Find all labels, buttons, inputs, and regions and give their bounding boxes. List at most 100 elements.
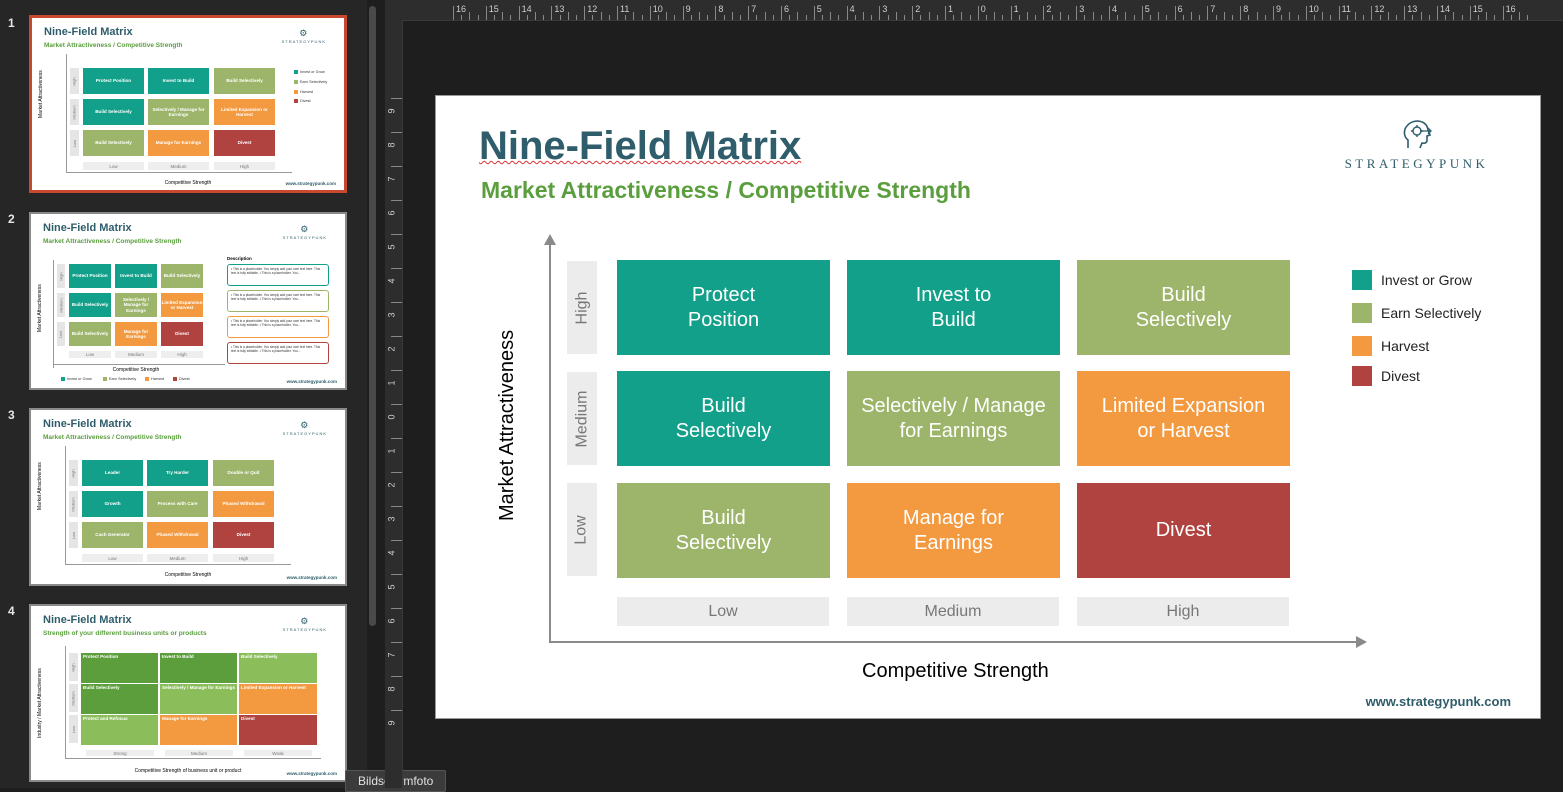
thumb-url: www.strategypunk.com bbox=[285, 181, 336, 186]
legend-swatch bbox=[1352, 366, 1372, 386]
col-label-high[interactable]: High bbox=[1077, 597, 1289, 626]
ruler-label: 1 bbox=[1013, 4, 1019, 14]
row-label-high[interactable]: High bbox=[567, 261, 597, 354]
matrix-cell-build-selectively-high[interactable]: Build Selectively bbox=[1077, 260, 1290, 355]
ruler-tick bbox=[658, 15, 659, 20]
ruler-tick bbox=[1469, 6, 1471, 20]
matrix-cell-manage-for-earnings[interactable]: Manage for Earnings bbox=[847, 483, 1060, 578]
thumb-cell: Divest bbox=[214, 130, 275, 156]
thumb-cell: Divest bbox=[239, 715, 317, 745]
slide-subtitle[interactable]: Market Attractiveness / Competitive Stre… bbox=[481, 177, 971, 203]
matrix-cell-build-selectively-medium[interactable]: Build Selectively bbox=[617, 371, 830, 466]
ruler-tick bbox=[887, 15, 889, 20]
ruler-tick bbox=[391, 200, 402, 201]
thumb-cell: Double or Quit bbox=[213, 460, 274, 486]
ruler-label: 9 bbox=[1276, 4, 1282, 14]
thumb-legend-item: Invest or Grow bbox=[294, 70, 325, 74]
thumb-cell: Build Selectively bbox=[69, 293, 111, 317]
thumb-cell: Manage for Earnings bbox=[115, 322, 157, 346]
thumb-cell: Invest to Build bbox=[160, 653, 237, 683]
ruler-tick bbox=[1207, 6, 1209, 20]
thumb-y-axis-label: Market Attractiveness bbox=[38, 70, 44, 118]
website-url[interactable]: www.strategypunk.com bbox=[1365, 694, 1511, 709]
ruler-tick bbox=[666, 12, 668, 20]
slide-canvas[interactable]: Nine-Field Matrix Market Attractiveness … bbox=[435, 95, 1541, 719]
slide-title[interactable]: Nine-Field Matrix bbox=[479, 124, 802, 168]
legend-item-invest[interactable]: Invest or Grow bbox=[1352, 270, 1472, 290]
ruler-tick bbox=[510, 15, 512, 20]
ruler-tick bbox=[904, 15, 905, 20]
ruler-tick bbox=[469, 12, 471, 20]
matrix-cell-protect-position[interactable]: Protect Position bbox=[617, 260, 830, 355]
ruler-label: 1 bbox=[948, 4, 954, 14]
row-label-low[interactable]: Low bbox=[567, 483, 597, 576]
thumb-cell: Build Selectively bbox=[161, 264, 203, 288]
ruler-tick bbox=[535, 12, 536, 20]
ruler-tick bbox=[567, 12, 569, 20]
slide-thumbnail-2[interactable]: Nine-Field Matrix Market Attractiveness … bbox=[29, 212, 347, 390]
legend-item-divest[interactable]: Divest bbox=[1352, 366, 1420, 386]
row-label-medium[interactable]: Medium bbox=[567, 372, 597, 465]
ruler-tick bbox=[1371, 6, 1373, 20]
thumb-y-axis-label: Market Attractiveness bbox=[37, 462, 43, 510]
ruler-tick bbox=[592, 15, 594, 20]
thumb-row-label: High bbox=[69, 460, 78, 486]
thumb-cell: Limited Expansion or Harvest bbox=[161, 293, 203, 317]
legend-swatch bbox=[1352, 336, 1372, 356]
ruler-tick bbox=[1273, 6, 1274, 20]
matrix-cell-divest[interactable]: Divest bbox=[1077, 483, 1290, 578]
slide-thumbnail-3[interactable]: Nine-Field Matrix Market Attractiveness … bbox=[29, 408, 347, 586]
thumb-cell: Build Selectively bbox=[81, 684, 158, 714]
ruler-tick bbox=[391, 404, 402, 405]
slide-thumbnail-1[interactable]: Nine-Field Matrix Market Attractiveness … bbox=[29, 15, 347, 193]
ruler-tick bbox=[994, 12, 996, 20]
thumb-col-label: Low bbox=[83, 162, 144, 170]
ruler-tick bbox=[690, 15, 692, 20]
matrix-cell-invest-to-build[interactable]: Invest to Build bbox=[847, 260, 1060, 355]
ruler-tick bbox=[682, 6, 684, 20]
thumb-title: Nine-Field Matrix bbox=[43, 222, 132, 234]
thumb-row-label: Medium bbox=[70, 99, 79, 125]
thumb-cell: Manage for Earnings bbox=[160, 715, 237, 745]
x-axis-label[interactable]: Competitive Strength bbox=[862, 660, 1049, 682]
ruler-label: 3 bbox=[882, 4, 888, 14]
ruler-tick bbox=[1125, 12, 1127, 20]
panel-scrollbar[interactable] bbox=[369, 6, 376, 626]
ruler-tick bbox=[740, 15, 741, 20]
ruler-tick bbox=[485, 6, 487, 20]
thumb-col-label: High bbox=[214, 162, 275, 170]
thumb-cell: Build Selectively bbox=[69, 322, 111, 346]
matrix-cell-limited-expansion[interactable]: Limited Expansion or Harvest bbox=[1077, 371, 1290, 466]
slide-thumbnail-4[interactable]: Nine-Field Matrix Strength of your diffe… bbox=[29, 604, 347, 782]
ruler-tick bbox=[391, 268, 402, 269]
col-label-medium[interactable]: Medium bbox=[847, 597, 1059, 626]
ruler-tick bbox=[391, 132, 402, 133]
ruler-label: 6 bbox=[386, 210, 397, 216]
matrix-cell-build-selectively-low[interactable]: Build Selectively bbox=[617, 483, 830, 578]
col-label-low[interactable]: Low bbox=[617, 597, 829, 626]
ruler-label: 0 bbox=[386, 414, 397, 420]
ruler-tick bbox=[494, 15, 495, 20]
legend-item-harvest[interactable]: Harvest bbox=[1352, 336, 1429, 356]
thumb-url: www.strategypunk.com bbox=[286, 575, 337, 580]
thumb-cell: Limited Expansion or Harvest bbox=[239, 684, 317, 714]
thumb-legend-item: Invest or Grow bbox=[61, 377, 92, 381]
ruler-tick bbox=[1158, 12, 1160, 20]
thumb-col-label: Medium bbox=[147, 554, 208, 562]
ruler-tick bbox=[715, 6, 717, 20]
thumb-col-label: Medium bbox=[115, 351, 157, 358]
ruler-tick bbox=[1527, 15, 1529, 20]
thumb-cell: Protect Position bbox=[83, 68, 144, 94]
thumb-row-label: Medium bbox=[57, 293, 65, 317]
y-axis-label[interactable]: Market Attractiveness bbox=[496, 329, 518, 521]
ruler-tick bbox=[1084, 15, 1086, 20]
matrix-cell-selectively-manage[interactable]: Selectively / Manage for Earnings bbox=[847, 371, 1060, 466]
thumb-cell: Try Harder bbox=[147, 460, 208, 486]
ruler-label: 10 bbox=[652, 4, 663, 14]
x-axis-line bbox=[549, 641, 1359, 643]
ruler-label: 2 bbox=[1046, 4, 1052, 14]
legend-item-earn[interactable]: Earn Selectively bbox=[1352, 303, 1481, 323]
ruler-tick bbox=[977, 6, 979, 20]
